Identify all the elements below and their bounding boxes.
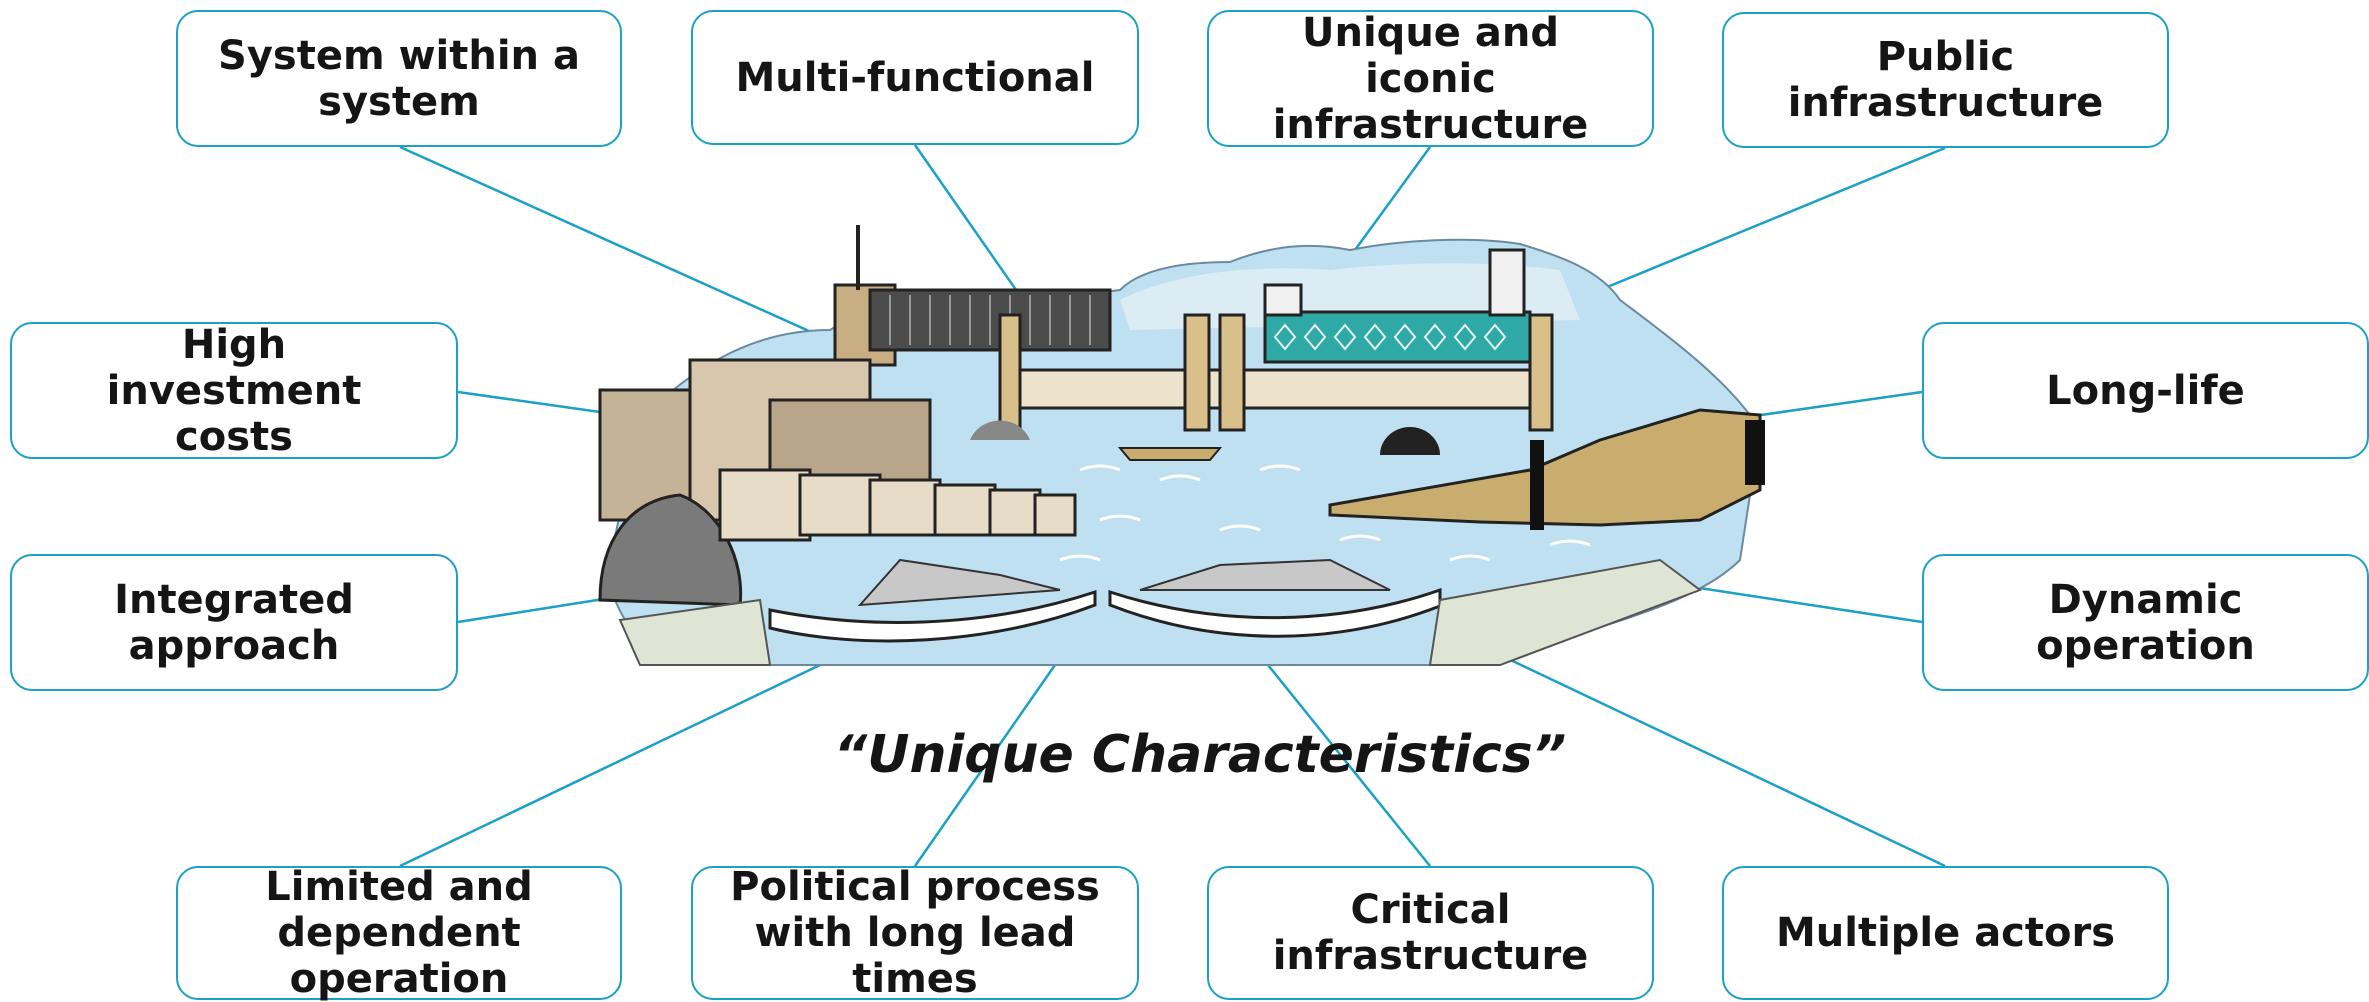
connector-multiple-actors [1499, 653, 1946, 868]
connector-political-process [913, 664, 1057, 867]
label-political-process: Political process with long lead times [730, 864, 1100, 1002]
rubble-pile [598, 493, 743, 607]
label-multiple-actors: Multiple actors [1775, 910, 2116, 956]
box-multiple-actors: Multiple actors [1722, 866, 2169, 1000]
box-critical-infrastructure: Critical infrastructure [1207, 866, 1654, 1000]
connector-unique-and-iconic [1353, 146, 1432, 251]
label-multi-functional: Multi-functional [735, 54, 1095, 101]
connectors [399, 144, 1946, 868]
box-multi-functional: Multi-functional [691, 10, 1139, 145]
connector-system-within-a-system [399, 145, 841, 347]
box-dynamic-operation: Dynamic operation [1922, 554, 2369, 691]
label-system-within-a-system: System within a system [218, 32, 580, 125]
barrier-illustration [598, 225, 1765, 666]
box-political-process: Political process with long lead times [691, 864, 1139, 1002]
label-long-life: Long-life [2046, 367, 2245, 414]
label-unique-and-iconic-infrastructure: Unique and iconic infrastructure [1272, 9, 1589, 148]
box-long-life: Long-life [1922, 322, 2369, 459]
label-public-infrastructure: Public infrastructure [1787, 34, 2104, 126]
connector-integrated-approach [457, 596, 611, 624]
box-integrated-approach: Integrated approach [10, 554, 458, 691]
box-public-infrastructure: Public infrastructure [1722, 12, 2169, 148]
box-high-investment-costs: High investment costs [10, 321, 458, 460]
connector-limited-and-dependent [399, 663, 821, 868]
connector-multi-functional [913, 144, 1032, 311]
label-integrated-approach: Integrated approach [114, 576, 354, 669]
box-limited-and-dependent-operation: Limited and dependent operation [176, 864, 622, 1002]
connector-dynamic-operation [1679, 583, 1923, 624]
water-ripples [1059, 464, 1591, 562]
connector-public-infrastructure [1599, 146, 1946, 292]
label-limited-and-dependent-operation: Limited and dependent operation [265, 864, 533, 1002]
connector-critical-infrastructure [1267, 664, 1431, 867]
sluice-gates [718, 468, 1077, 542]
connector-high-investment-costs [457, 390, 601, 414]
label-high-investment-costs: High investment costs [106, 321, 362, 460]
connector-long-life [1739, 390, 1923, 420]
box-system-within-a-system: System within a system [176, 10, 622, 147]
diagram-caption: “Unique Characteristics” [833, 725, 1567, 785]
barrier-hull [1328, 408, 1762, 527]
label-critical-infrastructure: Critical infrastructure [1272, 887, 1589, 979]
bridge-deck [1008, 368, 1552, 410]
box-unique-and-iconic-infrastructure: Unique and iconic infrastructure [1207, 9, 1654, 148]
label-dynamic-operation: Dynamic operation [2036, 576, 2255, 669]
